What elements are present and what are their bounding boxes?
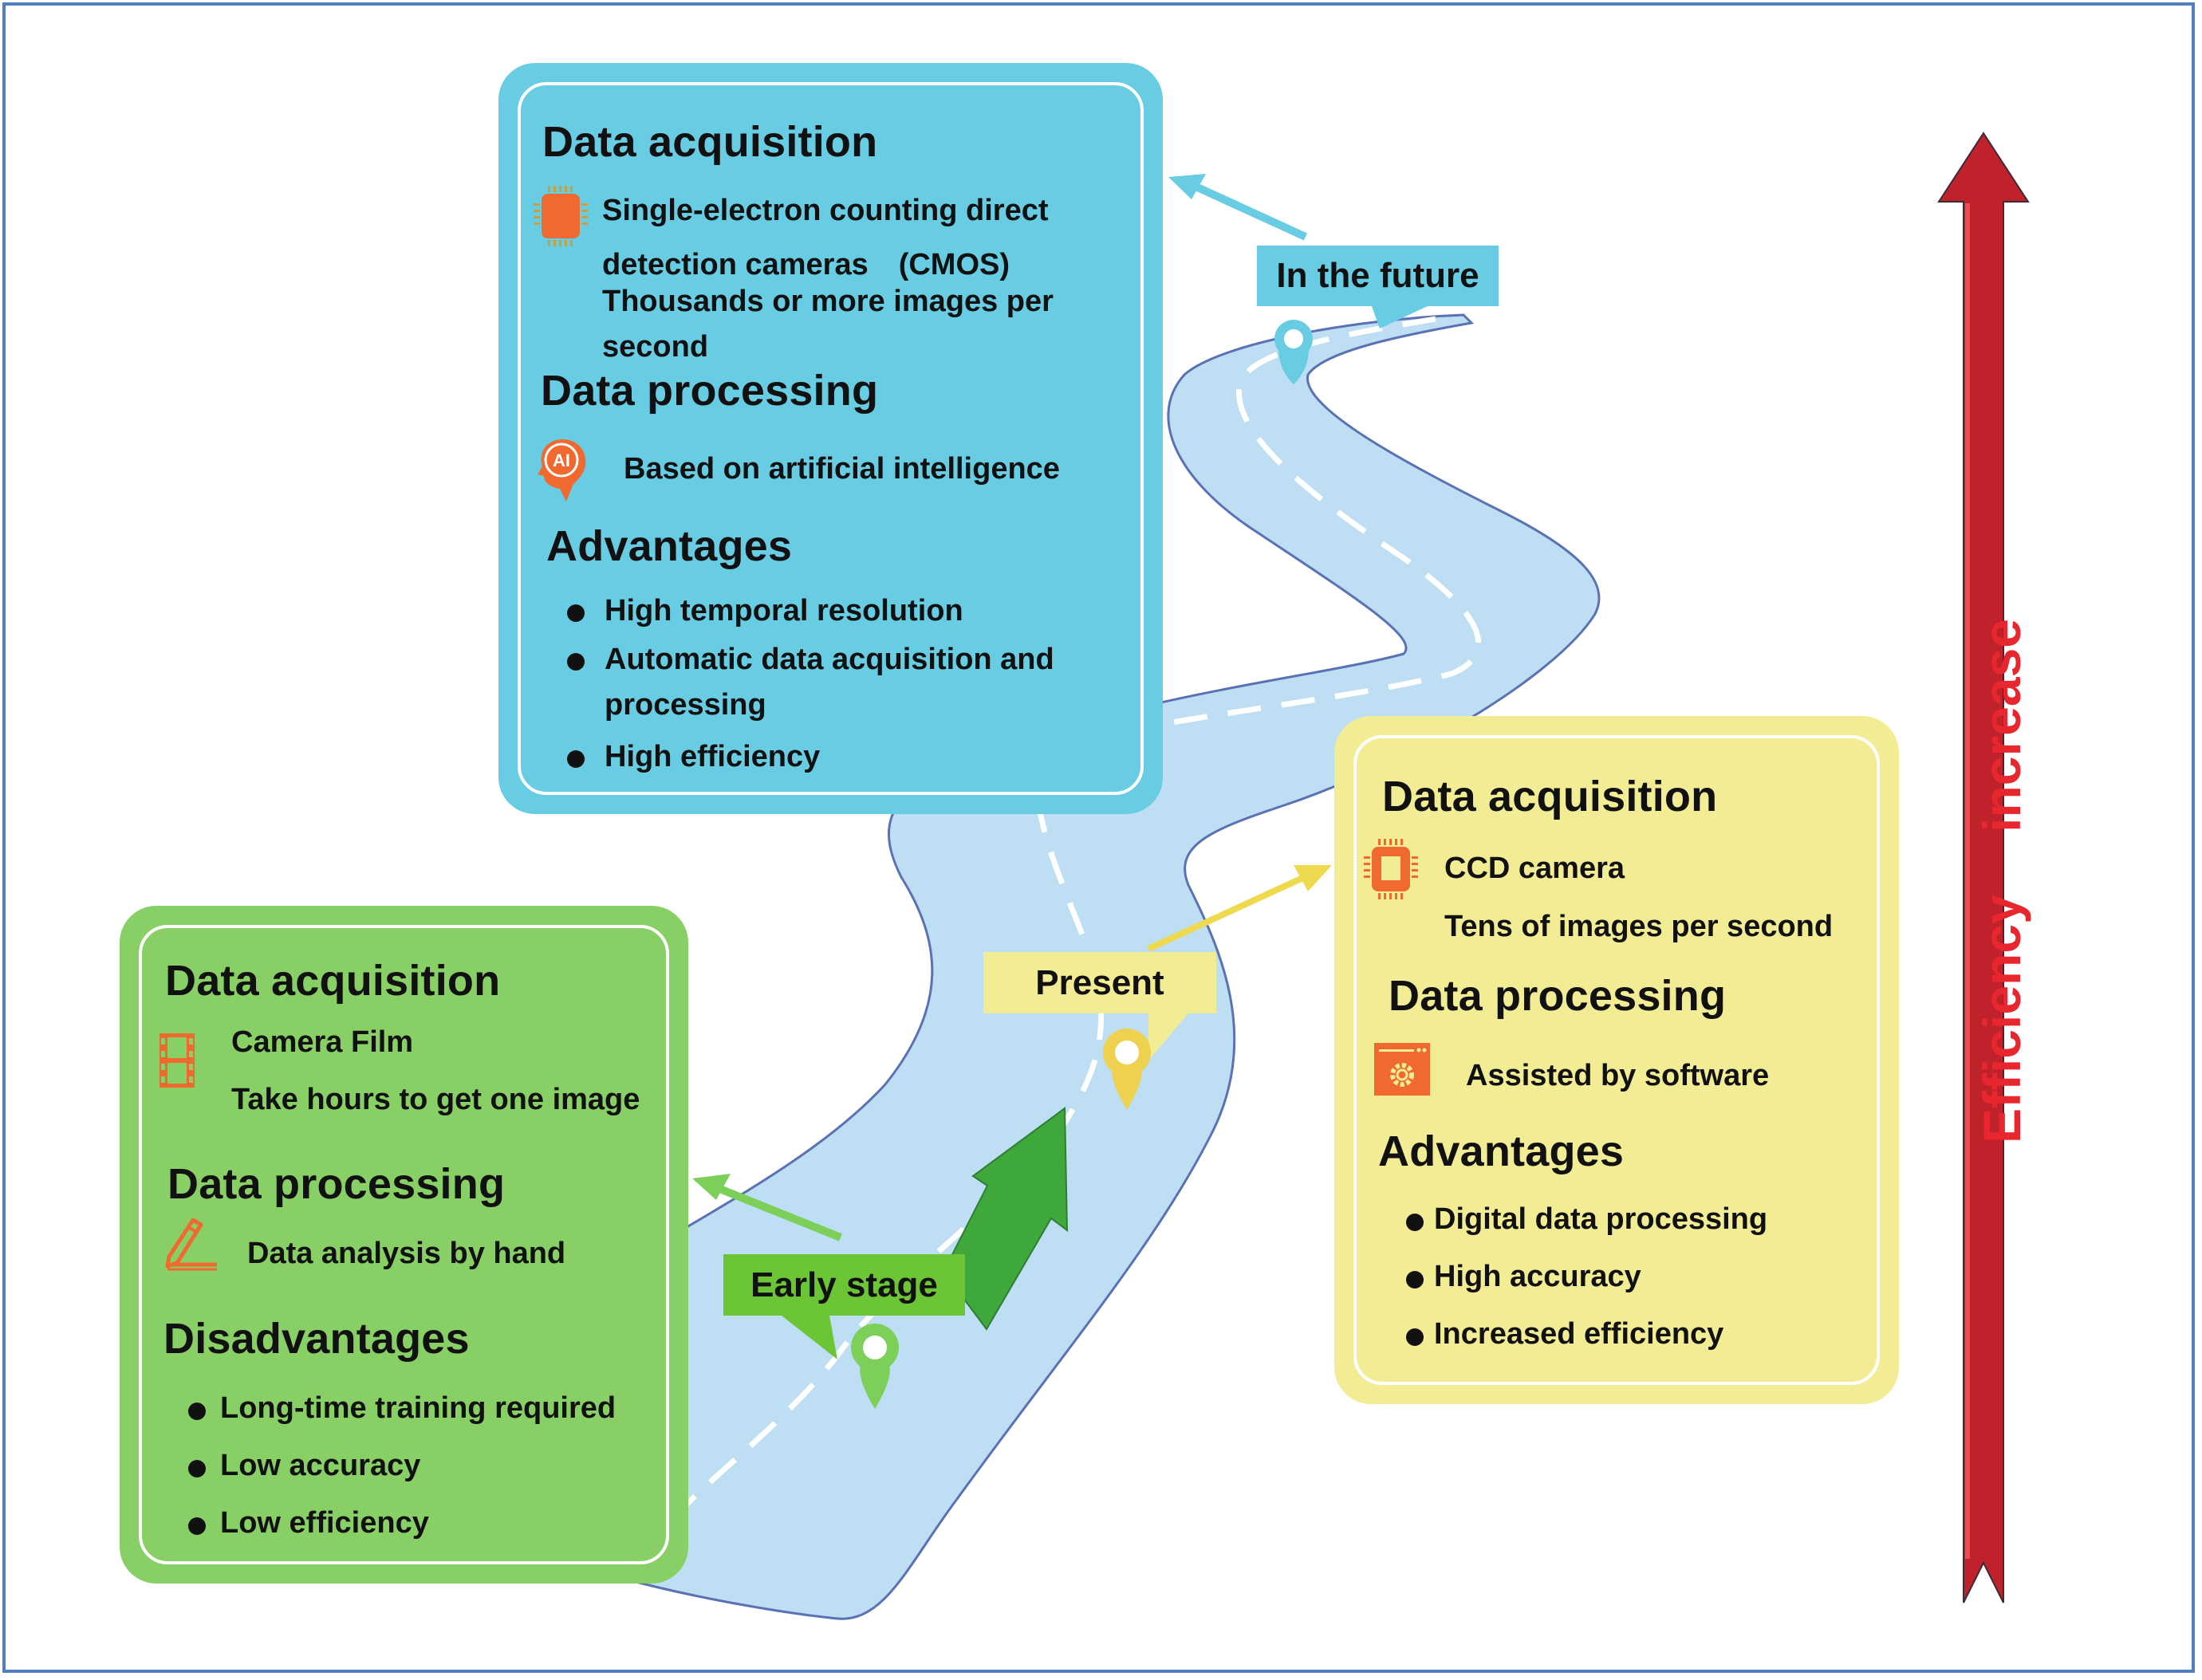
acquisition-heading: Data acquisition	[542, 118, 878, 166]
present-stage-label: Present	[1035, 962, 1164, 1002]
efficiency-word: Efficiency	[1972, 895, 2031, 1144]
summary-heading: Disadvantages	[163, 1315, 470, 1363]
present-location-pin	[1103, 1029, 1151, 1110]
acquisition-line: Single-electron counting direct	[602, 194, 1049, 227]
bullet-icon	[1406, 1214, 1424, 1231]
early-location-pin	[851, 1324, 899, 1409]
acquisition-heading: Data acquisition	[165, 957, 501, 1005]
acquisition-line: detection cameras (CMOS)	[602, 248, 1010, 281]
bullet-icon	[1406, 1271, 1424, 1289]
efficiency-arrow	[1937, 132, 2030, 1603]
early-stage-card: Data acquisition Camera Film Take hours …	[120, 906, 688, 1584]
processing-heading: Data processing	[1389, 972, 1727, 1020]
bullet-icon	[188, 1460, 206, 1477]
future-stage-tag: In the future	[1257, 246, 1499, 306]
summary-item: Low accuracy	[220, 1449, 421, 1482]
present-tag-tail	[1148, 1013, 1188, 1060]
card-inner-border	[518, 82, 1144, 795]
processing-text: Data analysis by hand	[247, 1237, 566, 1270]
ccd-chip-icon	[1364, 839, 1418, 899]
summary-item: Digital data processing	[1434, 1202, 1768, 1236]
summary-item: Automatic data acquisition and	[605, 643, 1054, 676]
card-inner-border	[139, 925, 669, 1564]
future-tag-tail	[1372, 306, 1428, 329]
present-stage-card: Data acquisition CCD camera Tens of imag…	[1334, 716, 1899, 1404]
summary-item: High accuracy	[1434, 1260, 1641, 1293]
early-stage-tag: Early stage	[723, 1254, 965, 1316]
present-connector-arrow	[1147, 865, 1332, 952]
acquisition-line: Take hours to get one image	[231, 1083, 640, 1116]
software-window-gear-icon	[1374, 1043, 1430, 1096]
future-stage-label: In the future	[1276, 256, 1479, 295]
bullet-icon	[1406, 1328, 1424, 1346]
bullet-icon	[188, 1403, 206, 1420]
ai-head-icon: AI	[538, 439, 586, 502]
summary-item: Low efficiency	[220, 1506, 429, 1540]
progress-arrow	[942, 1107, 1069, 1331]
bullet-icon	[567, 653, 585, 671]
summary-item: High temporal resolution	[605, 594, 963, 628]
bullet-icon	[188, 1517, 206, 1535]
early-stage-label: Early stage	[750, 1265, 938, 1304]
film-strip-icon	[160, 1033, 195, 1088]
acquisition-line: second	[602, 330, 709, 364]
future-stage-card: Data acquisition Single-electron countin…	[498, 63, 1163, 814]
processing-heading: Data processing	[541, 367, 879, 415]
summary-heading: Advantages	[546, 522, 793, 570]
efficiency-increase-label: Efficiency increase	[1972, 619, 2032, 1143]
summary-item: Increased efficiency	[1434, 1317, 1724, 1351]
cmos-chip-icon	[534, 186, 588, 246]
processing-heading: Data processing	[167, 1160, 506, 1208]
acquisition-line: CCD camera	[1444, 852, 1625, 885]
summary-item-continued: processing	[605, 688, 766, 722]
summary-heading: Advantages	[1378, 1127, 1625, 1175]
increase-word: increase	[1972, 618, 2031, 832]
summary-item: Long-time training required	[220, 1391, 616, 1425]
bullet-icon	[567, 750, 585, 768]
acquisition-line: Tens of images per second	[1444, 910, 1834, 943]
processing-text: Assisted by software	[1466, 1059, 1770, 1092]
summary-item: High efficiency	[605, 740, 821, 773]
early-connector-arrow	[692, 1174, 842, 1241]
acquisition-line: Thousands or more images per	[602, 285, 1054, 318]
bullet-icon	[567, 604, 585, 622]
processing-text: Based on artificial intelligence	[624, 452, 1060, 486]
present-stage-tag: Present	[983, 952, 1216, 1013]
acquisition-line: Camera Film	[231, 1025, 414, 1059]
future-connector-arrow	[1168, 174, 1308, 241]
early-tag-tail	[782, 1316, 837, 1359]
ai-icon-text: AI	[553, 450, 570, 470]
acquisition-heading: Data acquisition	[1382, 773, 1718, 820]
future-location-pin	[1274, 320, 1313, 384]
card-inner-border	[1353, 735, 1880, 1385]
pen-writing-icon	[165, 1218, 217, 1271]
